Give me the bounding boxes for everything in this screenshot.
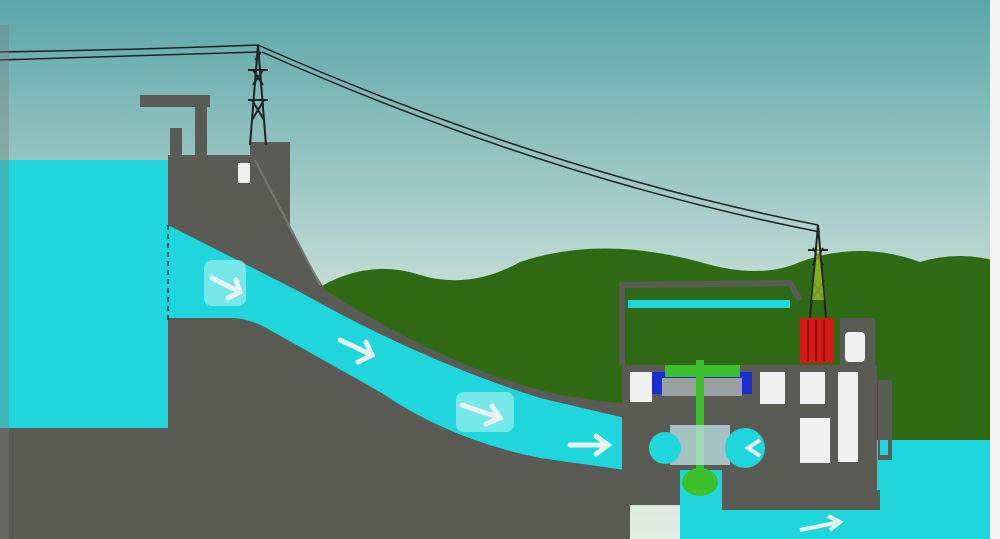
spiral-case-left (649, 432, 681, 464)
left-edge (0, 25, 9, 539)
powerhouse-floor (720, 490, 880, 510)
arrow-icon (209, 275, 244, 301)
roof-frame (619, 279, 803, 365)
window (800, 372, 825, 404)
turbine-runner (682, 468, 718, 496)
gate-post (170, 128, 182, 155)
arrow-icon (337, 337, 376, 365)
window (838, 372, 858, 462)
arrow-icon (799, 514, 844, 532)
outlet-window (880, 440, 888, 455)
window (800, 418, 830, 463)
right-edge (990, 0, 1000, 539)
dam-window (238, 163, 250, 183)
power-lines (0, 44, 821, 233)
window (630, 372, 652, 402)
arrow-icon (459, 402, 504, 427)
arrow-icon (567, 433, 613, 457)
dam-face-line (254, 159, 321, 286)
transformer-fins (807, 320, 825, 361)
gate-post (195, 95, 207, 155)
arrow-icon (744, 438, 762, 458)
shaft (696, 360, 704, 470)
window (845, 332, 865, 362)
crane-rail (628, 300, 790, 308)
reservoir-water (0, 160, 168, 430)
gate-structure (140, 95, 210, 107)
window (760, 372, 785, 404)
flow-arrows (204, 260, 613, 457)
tower-right-highlight (812, 240, 824, 300)
